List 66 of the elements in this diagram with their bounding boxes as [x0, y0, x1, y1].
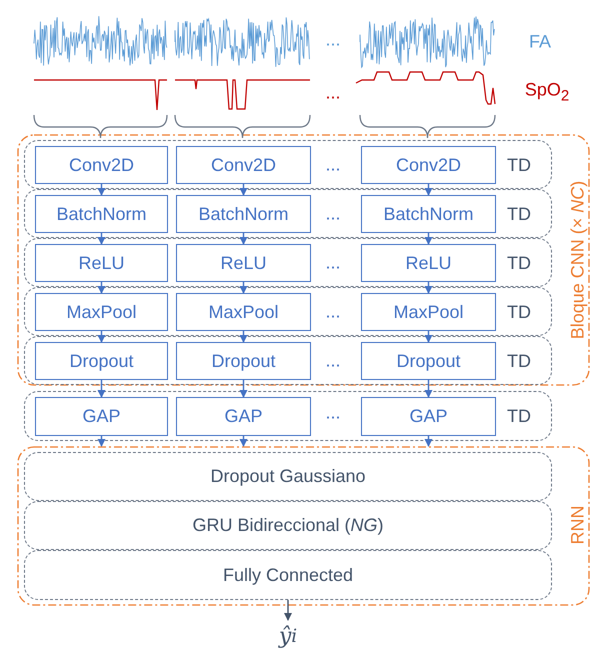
layer-band [24, 140, 552, 189]
layer-band [24, 287, 552, 336]
layer-tag: TD [499, 300, 539, 322]
arrow [424, 331, 432, 343]
layer-box: BatchNorm [361, 195, 496, 233]
arrow [98, 282, 106, 294]
arrow [424, 380, 432, 398]
layer-box: Conv2D [35, 146, 168, 184]
rnn-block [17, 446, 590, 606]
layer-box: GAP [176, 397, 311, 436]
layer-box: GAP [35, 397, 168, 436]
layer-tag: TD [499, 350, 539, 372]
layer-tag: TD [499, 252, 539, 274]
ellipsis: ... [326, 402, 340, 424]
layer-tag: TD [499, 154, 539, 176]
arrow [240, 380, 248, 398]
arrow [240, 436, 248, 447]
arrow [424, 184, 432, 196]
arrow [240, 233, 248, 245]
signal-label: SpO$_{2}$ [524, 80, 570, 104]
layer-box: Dropout [361, 342, 496, 380]
ellipsis: ... [326, 30, 340, 50]
layer-band [24, 336, 552, 385]
layer-band: GRU Bidireccional (NG) [24, 501, 552, 550]
layer-box: Dropout [176, 342, 311, 380]
ellipsis: ... [326, 302, 340, 322]
block-label: Bloque CNN (× NC) [568, 180, 588, 340]
layer-box: ReLU [361, 244, 496, 282]
signal-label: FA [529, 32, 551, 52]
cnn-block [17, 134, 590, 386]
layer-box: MaxPool [176, 293, 311, 331]
arrow [424, 233, 432, 245]
ellipsis: ... [326, 82, 340, 104]
arrow [424, 282, 432, 294]
layer-tag: TD [499, 405, 539, 427]
ellipsis: ... [326, 204, 340, 224]
layer-tag: TD [499, 202, 539, 224]
layer-box: ReLU [35, 244, 168, 282]
layer-box: Conv2D [361, 146, 496, 184]
layer-box: MaxPool [35, 293, 168, 331]
layer-box: MaxPool [361, 293, 496, 331]
arrow [424, 436, 432, 447]
layer-band [24, 238, 552, 287]
arrow [240, 184, 248, 196]
layer-box: Conv2D [176, 146, 311, 184]
arrow [98, 380, 106, 398]
ellipsis: ... [326, 154, 340, 176]
ellipsis: ... [326, 252, 340, 274]
layer-box: BatchNorm [176, 195, 311, 233]
arrow [98, 436, 106, 447]
arrow [240, 282, 248, 294]
layer-band: Fully Connected [24, 550, 552, 600]
arrow [240, 331, 248, 343]
layer-band [24, 391, 552, 441]
layer-band [24, 189, 552, 238]
arrow [98, 331, 106, 343]
layer-box: BatchNorm [35, 195, 168, 233]
layer-box: GAP [361, 397, 496, 436]
layer-band: Dropout Gaussiano [24, 452, 552, 501]
block-label: RNN [568, 506, 588, 544]
layer-box: Dropout [35, 342, 168, 380]
arrow [98, 184, 106, 196]
arrow [284, 600, 292, 621]
arrow [98, 233, 106, 245]
layer-box: ReLU [176, 244, 311, 282]
ellipsis: ... [326, 350, 340, 372]
